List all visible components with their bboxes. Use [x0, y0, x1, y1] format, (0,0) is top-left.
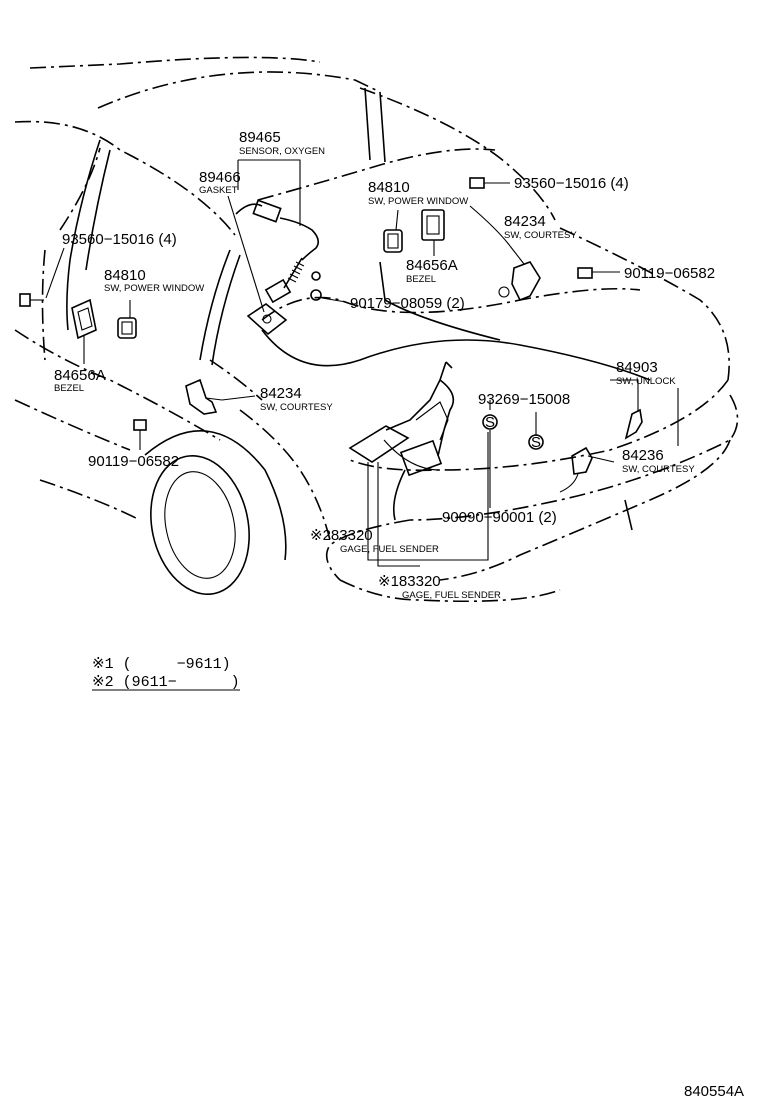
label-84234-right: 84234 SW, COURTESY: [504, 213, 577, 241]
label-90119-right: 90119−06582: [624, 265, 715, 282]
part-name: SENSOR, OXYGEN: [239, 146, 325, 157]
part-name: SW, POWER WINDOW: [104, 283, 204, 294]
part-number: 90179−08059 (2): [350, 295, 465, 312]
label-183320: ※183320 GAGE, FUEL SENDER: [378, 573, 501, 601]
part-name: GAGE, FUEL SENDER: [402, 590, 501, 601]
svg-text:S: S: [485, 414, 495, 431]
part-name: BEZEL: [54, 383, 84, 394]
gasket: [246, 303, 288, 336]
part-name: GAGE, FUEL SENDER: [340, 544, 439, 555]
label-84656a-left: 84656A BEZEL: [54, 367, 106, 394]
label-90090: 90090−90001 (2): [442, 509, 557, 526]
left-courtesy-switch: [185, 378, 223, 415]
part-number: 89466: [199, 169, 241, 186]
part-number: 84810: [104, 267, 146, 284]
part-name: SW, UNLOCK: [616, 376, 676, 387]
left-screw: [19, 293, 44, 307]
part-number: 93560−15016 (4): [514, 175, 629, 192]
part-number: 84810: [368, 179, 410, 196]
label-89466: 89466 GASKET: [199, 169, 241, 196]
part-name: SW, POWER WINDOW: [368, 196, 468, 207]
left-lower-screw: [133, 419, 147, 431]
label-93269: 93269−15008: [478, 391, 570, 408]
right-screw: [577, 267, 593, 279]
part-number: 84236: [622, 447, 664, 464]
label-84656a-right: 84656A BEZEL: [406, 257, 458, 285]
part-name: SW, COURTESY: [504, 230, 577, 241]
svg-text:S: S: [531, 434, 541, 451]
label-90179: 90179−08059 (2): [350, 295, 465, 312]
label-93560-right: 93560−15016 (4): [514, 175, 629, 192]
left-power-window-switch: [117, 317, 137, 339]
part-number: 90119−06582: [624, 265, 715, 282]
fuel-sender-gauge: [348, 361, 455, 477]
right-top-screw: [469, 177, 510, 189]
legend-line-2: ※2 (9611− ): [92, 674, 240, 691]
right-power-window-switch: [383, 229, 403, 253]
trunk-courtesy-switch: [559, 446, 593, 493]
leader-lines: [45, 159, 679, 567]
label-84234-left: 84234 SW, COURTESY: [260, 385, 333, 413]
oxygen-sensor: [235, 199, 320, 304]
label-89465: 89465 SENSOR, OXYGEN: [239, 129, 325, 157]
label-90119-left: 90119−06582: [88, 453, 179, 470]
legend-line-1: ※1 ( −9611): [92, 656, 231, 673]
car-body-outline: [14, 56, 739, 603]
part-number: 90119−06582: [88, 453, 179, 470]
right-courtesy-switch: [498, 261, 541, 302]
car-body-solid: [66, 87, 651, 531]
part-name: SW, COURTESY: [622, 464, 695, 475]
part-name: SW, COURTESY: [260, 402, 333, 413]
part-number: 84234: [260, 385, 302, 402]
grommet-markers: S S: [482, 414, 544, 451]
part-number: ※183320: [378, 573, 441, 590]
part-number: 84234: [504, 213, 546, 230]
part-number: 84903: [616, 359, 658, 376]
label-84903: 84903 SW, UNLOCK: [616, 359, 676, 387]
rear-wheel: [144, 430, 287, 595]
unlock-switch: [624, 408, 643, 440]
part-number: 90090−90001 (2): [442, 509, 557, 526]
right-bezel: [421, 209, 445, 241]
label-93560-left: 93560−15016 (4): [62, 231, 177, 248]
label-84236: 84236 SW, COURTESY: [622, 447, 695, 475]
part-number: 84656A: [406, 257, 458, 274]
part-number: 89465: [239, 129, 281, 146]
part-number: 84656A: [54, 367, 106, 384]
left-bezel: [71, 298, 97, 340]
part-number: 93269−15008: [478, 391, 570, 408]
part-number: ※283320: [310, 527, 373, 544]
part-name: GASKET: [199, 185, 238, 196]
label-283320: ※283320 GAGE, FUEL SENDER: [310, 527, 439, 555]
figure-reference: 840554A: [684, 1083, 744, 1100]
part-number: 93560−15016 (4): [62, 231, 177, 248]
variant-legend: ※1 ( −9611) ※2 (9611− ): [92, 656, 240, 691]
label-84810-left: 84810 SW, POWER WINDOW: [104, 267, 204, 294]
sensor-nuts: [310, 271, 322, 301]
label-84810-right: 84810 SW, POWER WINDOW: [368, 179, 468, 207]
part-name: BEZEL: [406, 274, 436, 285]
